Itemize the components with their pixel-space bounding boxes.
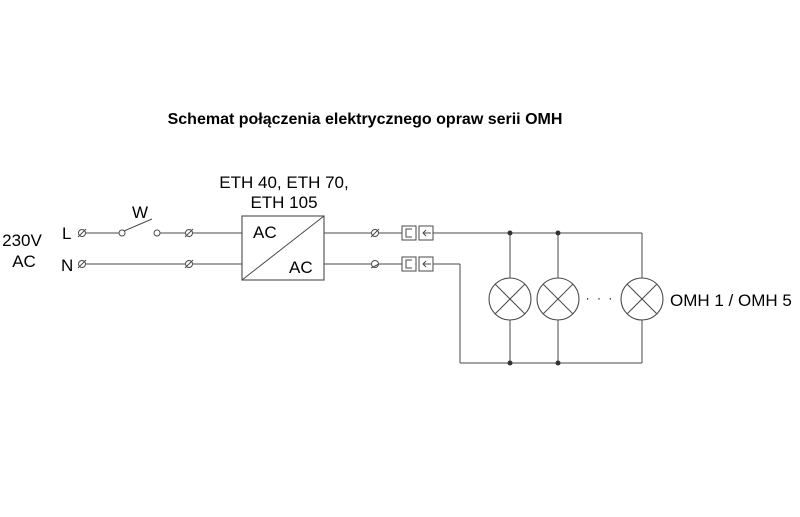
driver-diagonal [241, 215, 325, 281]
terminal-l-in [77, 228, 87, 238]
lamp-label: OMH 1 / OMH 5 [670, 291, 792, 310]
line-l-wiring [86, 218, 242, 237]
supply-voltage-label: 230V [2, 231, 42, 250]
neutral-terminal-label: N [61, 256, 73, 275]
driver-box [241, 215, 325, 281]
driver-output-label: AC [289, 258, 313, 277]
switch-blade [123, 218, 153, 232]
diagram-title: Schemat połączenia elektrycznego opraw s… [168, 111, 563, 128]
driver-output-wiring [324, 232, 402, 265]
terminal-n-driver [184, 259, 194, 269]
driver-model-line1: ETH 40, ETH 70, [219, 173, 348, 192]
lamp-bus-wiring [433, 232, 643, 364]
switch-contact-right [153, 229, 161, 237]
driver-input-label: AC [253, 223, 277, 242]
terminal-out-2 [370, 260, 380, 269]
terminal-symbols [77, 228, 380, 269]
junction-dots [507, 230, 561, 366]
lamp-ellipsis: · · · [586, 291, 615, 305]
lamp-1 [488, 277, 532, 321]
line-terminal-label: L [62, 224, 71, 243]
supply-ac-label: AC [12, 252, 36, 271]
switch-label: W [132, 203, 148, 222]
lamp-n [620, 277, 664, 321]
terminal-l-driver [184, 228, 194, 238]
connector-top [401, 225, 434, 241]
terminal-n-in [77, 259, 87, 269]
switch-contact-left [118, 229, 126, 237]
terminal-out-1 [370, 228, 380, 238]
connector-bottom [401, 256, 434, 272]
lamp-2 [536, 277, 580, 321]
driver-model-line2: ETH 105 [250, 193, 317, 212]
